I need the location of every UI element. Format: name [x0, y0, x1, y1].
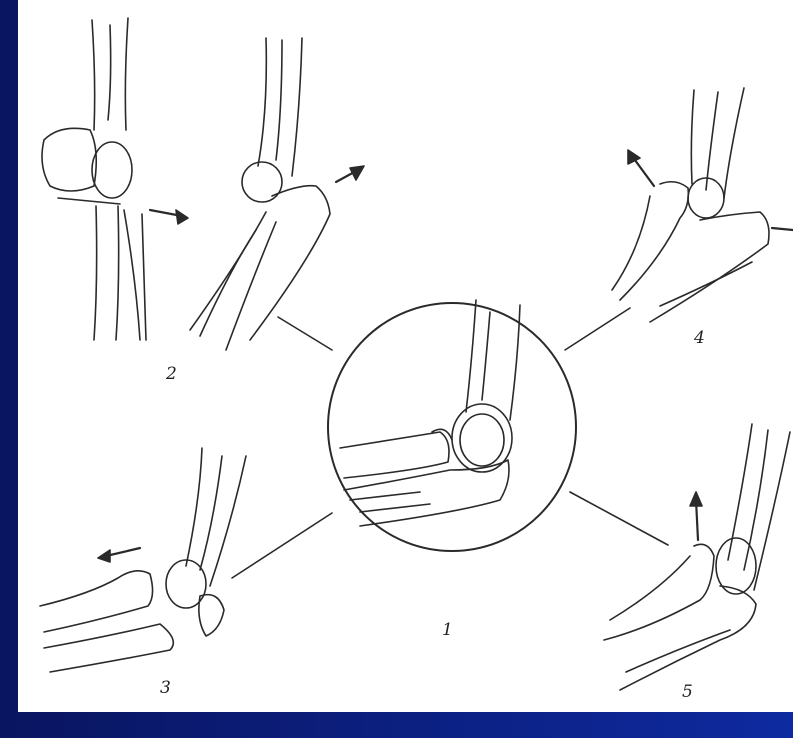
figure-2-lateral-dislocation	[190, 38, 364, 350]
figure-3-dislocation	[40, 448, 246, 672]
figure-label-3: 3	[160, 678, 171, 698]
figure-label-5: 5	[682, 682, 693, 702]
connector-line-5	[570, 492, 668, 545]
figure-4-posterior-dislocation	[612, 88, 793, 322]
figure-label-2: 2	[166, 364, 177, 384]
figure-5-dislocation	[604, 424, 790, 690]
elbow-dislocation-diagram	[18, 0, 793, 712]
connector-line-3	[232, 513, 332, 578]
figure-label-1: 1	[442, 620, 453, 640]
figure-label-4: 4	[694, 328, 705, 348]
connector-line-2	[278, 317, 332, 350]
connector-line-4	[565, 308, 630, 350]
figure-1-normal-elbow	[340, 300, 520, 526]
detail-circle	[328, 303, 576, 551]
diagram-canvas: 1 2 3 4 5	[18, 0, 793, 712]
figure-2-anterior-dislocation	[42, 18, 188, 340]
